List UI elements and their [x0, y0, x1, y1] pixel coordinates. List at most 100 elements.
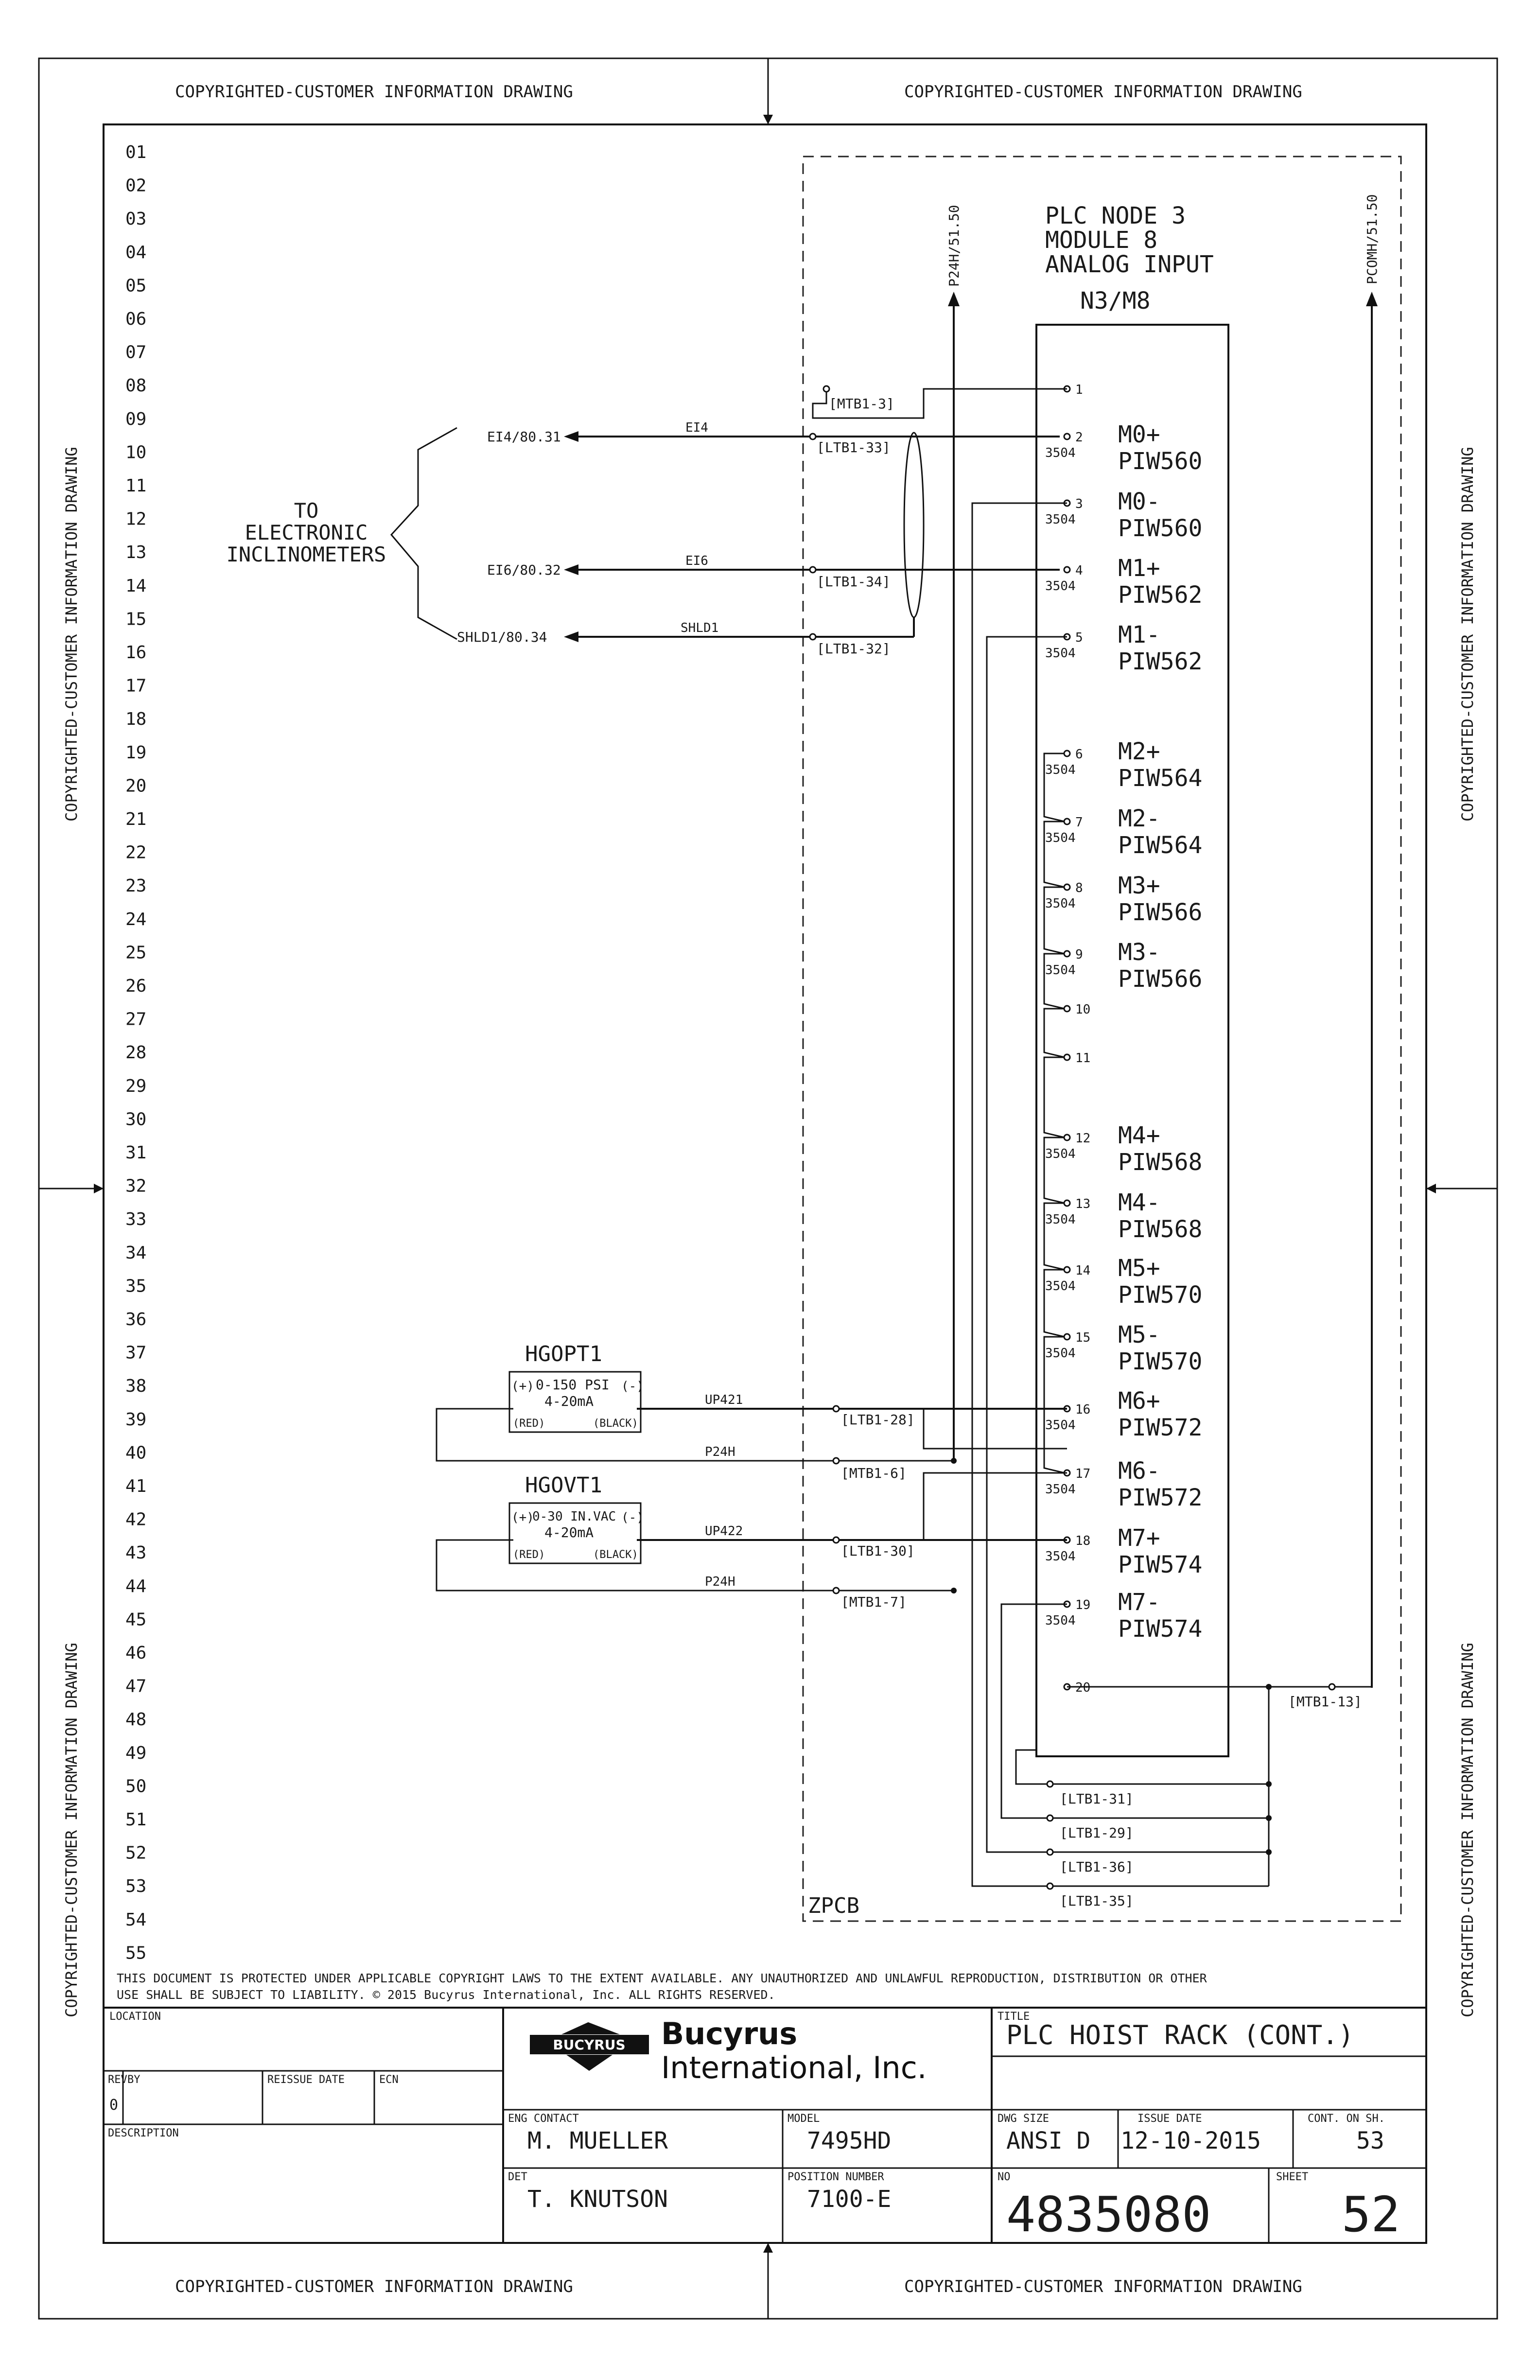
module-terminal — [1063, 750, 1071, 757]
terminal-sub-label: 3504 — [1045, 1279, 1076, 1294]
row-number: 45 — [125, 1610, 146, 1629]
hgovt1-id: HGOVT1 — [525, 1473, 602, 1498]
row-number: 50 — [125, 1776, 146, 1796]
channel-address: PIW564 — [1118, 765, 1202, 792]
channel-address: PIW560 — [1118, 515, 1202, 542]
channel-address: PIW566 — [1118, 899, 1202, 926]
terminal-sub-label: 3504 — [1045, 1147, 1076, 1161]
hgovt1-p24h-wire-label: P24H — [705, 1575, 735, 1589]
return-wire-m7 — [1000, 1603, 1269, 1819]
transducer-hgopt1: HGOPT1 (+) 0-150 PSI (-) 4-20mA (RED) (B… — [436, 1342, 1067, 1481]
channel-label: M0+ — [1118, 421, 1160, 448]
shld1-wire-label: SHLD1 — [681, 621, 718, 635]
row-number: 47 — [125, 1677, 146, 1697]
row-number: 27 — [125, 1010, 146, 1030]
hgovt1-red: (RED) — [513, 1549, 545, 1561]
mtb1-3-wire — [812, 388, 1067, 419]
row-number: 11 — [125, 476, 146, 496]
jumper-wire — [1043, 886, 1065, 955]
hgopt1-p24h-wire — [436, 1408, 954, 1462]
hgovt1-signal-wire-label: UP422 — [705, 1524, 743, 1539]
hgovt1-range: 0-30 IN.VAC — [532, 1509, 616, 1524]
drawing-number-label: NO — [998, 2171, 1011, 2183]
jumper-wire — [1043, 1008, 1065, 1058]
hgopt1-p24h-wire-label: P24H — [705, 1445, 735, 1459]
ltb1-36-label: [LTB1-36] — [1060, 1859, 1134, 1875]
copyright-notice-line-2: USE SHALL BE SUBJECT TO LIABILITY. © 201… — [117, 1988, 775, 2002]
module-id: N3/M8 — [1080, 287, 1151, 315]
ei6-terminal-label: [LTB1-34] — [817, 574, 891, 590]
channel-address: PIW564 — [1118, 832, 1202, 859]
mtb1-13-terminal — [1328, 1683, 1336, 1691]
sheet-label: SHEET — [1276, 2171, 1308, 2183]
rev-value: 0 — [109, 2097, 118, 2114]
terminal-number: 14 — [1075, 1263, 1090, 1278]
row-number: 04 — [125, 243, 146, 262]
ltb1-35-label: [LTB1-35] — [1060, 1893, 1134, 1909]
module-terminal — [1063, 1199, 1071, 1207]
hgopt1-signal: 4-20mA — [544, 1393, 594, 1409]
inclinometer-brace — [390, 427, 457, 640]
row-number-column: 0102030405060708091011121314151617181920… — [125, 142, 146, 1963]
row-number: 22 — [125, 843, 146, 863]
row-number: 17 — [125, 676, 146, 696]
row-number: 48 — [125, 1710, 146, 1730]
terminal-sub-label: 3504 — [1045, 1418, 1076, 1433]
model-value: 7495HD — [807, 2127, 891, 2154]
row-number: 18 — [125, 709, 146, 729]
hgopt1-body — [508, 1371, 642, 1433]
channel-label: M1- — [1118, 621, 1160, 648]
copyright-bottom-left: COPYRIGHTED-CUSTOMER INFORMATION DRAWING — [175, 2277, 573, 2296]
position-number-label: POSITION NUMBER — [788, 2171, 884, 2183]
return-wire-m0 — [971, 502, 1269, 1887]
channel-label: M3+ — [1118, 872, 1160, 899]
det-value: T. KNUTSON — [527, 2186, 668, 2213]
channel-label: M1+ — [1118, 555, 1160, 582]
terminal-number: 9 — [1075, 947, 1083, 962]
module-terminal — [1063, 818, 1071, 825]
row-number: 28 — [125, 1043, 146, 1063]
ei4-reference: EI4/80.31 — [487, 429, 561, 445]
ltb1-30-terminal — [832, 1536, 840, 1544]
ei4-arrow — [564, 431, 578, 442]
mtb1-13-label: [MTB1-13] — [1288, 1694, 1362, 1710]
hgopt1-return — [843, 1408, 1067, 1450]
terminal-number: 2 — [1075, 430, 1083, 445]
channel-label: M4- — [1118, 1189, 1160, 1216]
row-number: 42 — [125, 1510, 146, 1530]
zpcb-enclosure — [802, 156, 1402, 1922]
ltb1-36-terminal — [1046, 1848, 1054, 1856]
logo-badge — [530, 2035, 649, 2054]
dwg-size-label: DWG SIZE — [998, 2113, 1049, 2125]
logo-badge-text: BUCYRUS — [553, 2037, 625, 2053]
return-wiring: [MTB1-13] [LTB1-31] [LTB1-29] [LTB1-36] … — [971, 502, 1372, 1909]
module-terminal — [1063, 433, 1071, 440]
hgopt1-black: (BLACK) — [593, 1418, 638, 1430]
p24h-arrow — [948, 292, 960, 306]
row-number: 15 — [125, 609, 146, 629]
hgovt1-signal: 4-20mA — [544, 1524, 594, 1540]
module-terminal — [1063, 566, 1071, 574]
row-number: 21 — [125, 809, 146, 829]
transducer-hgovt1: HGOVT1 (+) 0-30 IN.VAC (-) 4-20mA (RED) … — [436, 1472, 1067, 1610]
terminal-number: 5 — [1075, 630, 1083, 645]
jumper-wire — [1043, 953, 1065, 1010]
terminal-number: 15 — [1075, 1330, 1090, 1345]
row-number: 46 — [125, 1643, 146, 1663]
hgovt1-return — [923, 1472, 1067, 1540]
terminal-number: 18 — [1075, 1534, 1090, 1548]
terminal-sub-label: 3504 — [1045, 896, 1076, 911]
channel-address: PIW570 — [1118, 1348, 1202, 1375]
terminal-sub-label: 3504 — [1045, 831, 1076, 845]
jumper-wire — [1043, 1056, 1065, 1138]
terminal-number: 6 — [1075, 747, 1083, 762]
channel-label: M7+ — [1118, 1524, 1160, 1552]
shld1-terminal — [809, 633, 817, 641]
ei6-arrow — [564, 564, 578, 575]
mtb1-3-label: [MTB1-3] — [829, 396, 894, 412]
hgovt1-body — [508, 1502, 642, 1564]
mtb1-7-terminal — [832, 1587, 840, 1594]
title-block: LOCATION REV BY REISSUE DATE ECN 0 DESCR… — [104, 2007, 1426, 2243]
module-terminal — [1063, 1266, 1071, 1274]
